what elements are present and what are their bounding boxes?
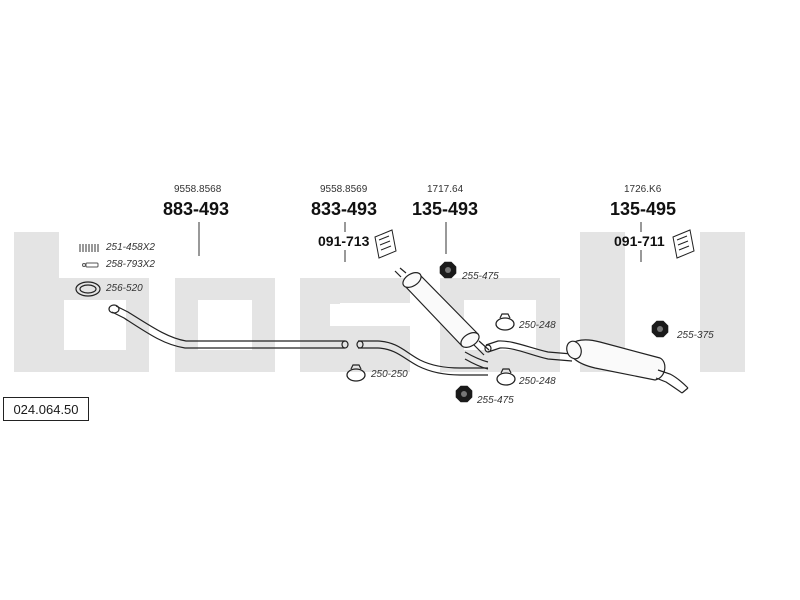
- accessory-code: 250-248: [519, 376, 556, 387]
- gasket-ring-icon: [75, 281, 101, 297]
- assembly-sub-part-number: 091-713: [318, 233, 370, 249]
- accessory-code: 256-520: [106, 283, 143, 294]
- assembly-ref: 9558.8568: [174, 184, 222, 195]
- diagram-id-box: 024.064.50: [3, 397, 89, 421]
- rubber-mount-icon: [651, 320, 669, 338]
- assembly-part-number: 135-493: [412, 199, 479, 219]
- accessory-code: 250-250: [371, 369, 408, 380]
- clamp-icon: [495, 313, 515, 331]
- accessory-code: 258-793X2: [106, 259, 155, 270]
- spring-icon: [79, 244, 99, 252]
- rubber-mount-icon: [439, 261, 457, 279]
- assembly-ref: 1726.K6: [624, 184, 662, 195]
- assembly-ref: 1717.64: [427, 184, 464, 195]
- accessory-code: 255-475: [477, 395, 514, 406]
- assembly-sub-part-number: 091-711: [614, 233, 665, 249]
- clamp-icon: [346, 364, 366, 382]
- middle-pipe: [356, 340, 489, 376]
- rear-silencer: [566, 339, 689, 394]
- rear-connecting-pipe: [484, 340, 573, 362]
- assembly-part-number: 883-493: [163, 199, 230, 219]
- assembly-part-number: 135-495: [610, 199, 677, 219]
- rubber-mount-icon: [455, 385, 473, 403]
- assembly-ref: 9558.8569: [320, 184, 368, 195]
- bolt-icon: [82, 262, 99, 268]
- front-silencer: [394, 267, 490, 356]
- accessory-code: 255-375: [677, 330, 714, 341]
- accessory-code: 251-458X2: [106, 242, 155, 253]
- accessory-code: 255-475: [462, 271, 499, 282]
- heat-shield-icon: [374, 229, 397, 259]
- accessory-code: 250-248: [519, 320, 556, 331]
- diagram-id: 024.064.50: [13, 401, 79, 417]
- assembly-part-number: 833-493: [311, 199, 378, 219]
- front-pipe: [108, 304, 349, 349]
- heat-shield-icon: [672, 229, 695, 259]
- clamp-icon: [496, 368, 516, 386]
